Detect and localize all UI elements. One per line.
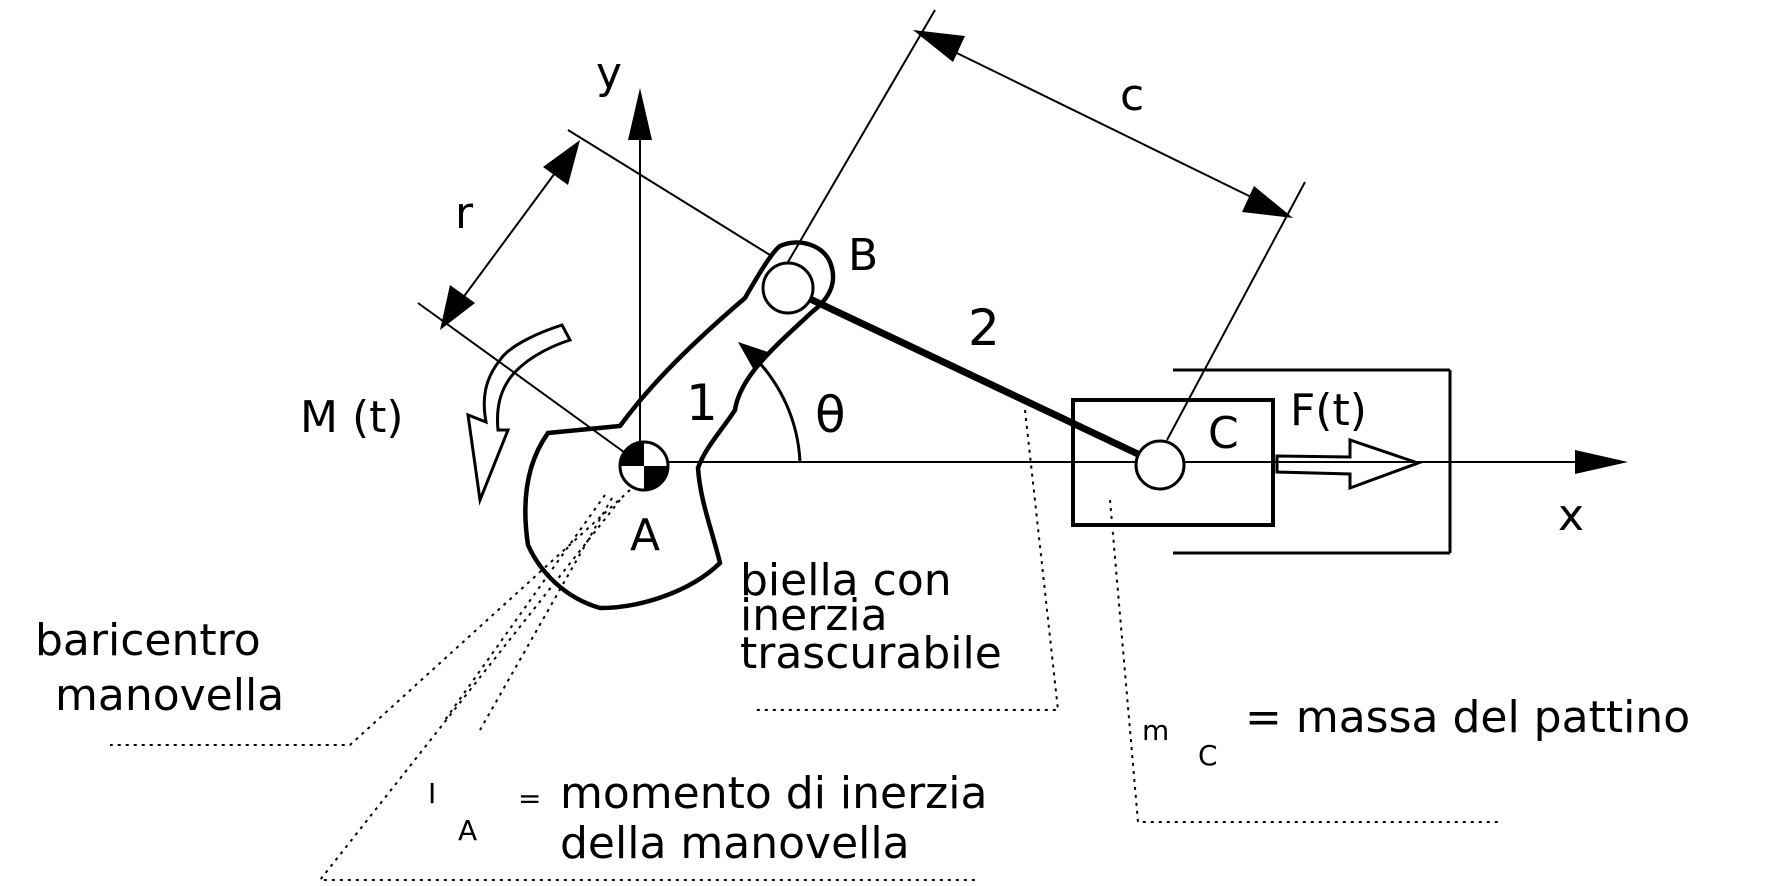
r-arrowhead-bottom bbox=[440, 285, 475, 330]
annotation-inertia: I A = momento di inerzia della manovella bbox=[317, 494, 987, 881]
centroid-quadrant-bottom-right bbox=[644, 466, 668, 490]
c-extension-line-B bbox=[787, 9, 936, 263]
joint-B: B bbox=[761, 230, 878, 315]
torque-curved-arrow bbox=[466, 323, 573, 506]
coordinate-axes: x y bbox=[596, 48, 1628, 541]
joint-B-pin bbox=[761, 261, 815, 315]
dimension-r: r bbox=[417, 129, 771, 456]
inertia-leader-1 bbox=[317, 499, 975, 881]
x-axis-arrowhead bbox=[1575, 450, 1628, 474]
inertia-equals: = bbox=[518, 782, 541, 815]
r-arrowhead-top bbox=[543, 140, 580, 185]
mass-leader bbox=[1109, 499, 1500, 823]
inertia-leader-2 bbox=[444, 494, 606, 721]
connecting-rod-link-2: 2 bbox=[806, 294, 1142, 459]
x-axis-label: x bbox=[1558, 490, 1584, 541]
inertia-subscript: A bbox=[458, 814, 477, 847]
force-F-arrow: F(t) bbox=[1275, 385, 1423, 491]
r-dimension-line bbox=[447, 149, 573, 319]
mass-text: = massa del pattino bbox=[1245, 692, 1690, 743]
baricentro-text-line1: baricentro bbox=[35, 615, 261, 666]
c-dimension-line bbox=[919, 34, 1289, 216]
mass-subscript: C bbox=[1198, 739, 1218, 772]
annotation-baricentro: baricentro manovella bbox=[35, 489, 631, 746]
inertia-leader-3 bbox=[479, 497, 613, 731]
slider-assembly: C bbox=[1071, 368, 1452, 555]
crank-body-outline bbox=[523, 240, 836, 611]
torque-label: M (t) bbox=[300, 392, 404, 443]
y-axis-label: y bbox=[596, 48, 622, 99]
crank-link-1: 1 bbox=[523, 240, 836, 611]
c-arrowhead-left bbox=[913, 30, 965, 62]
point-B-label: B bbox=[848, 230, 878, 281]
theta-angle-marker: θ bbox=[738, 342, 846, 463]
torque-M-arrow: M (t) bbox=[300, 323, 573, 506]
baricentro-leader bbox=[110, 489, 631, 746]
annotation-biella: biella con inerzia trascurabile bbox=[740, 409, 1060, 711]
biella-text-line2: inerzia bbox=[740, 590, 888, 641]
centroid-quadrant-top-left bbox=[620, 442, 644, 466]
slider-block bbox=[1071, 398, 1275, 527]
force-hollow-arrow bbox=[1275, 437, 1423, 491]
r-extension-line-B bbox=[567, 129, 771, 256]
dimension-c-label: c bbox=[1120, 70, 1144, 121]
crank-number-label: 1 bbox=[686, 374, 718, 432]
rod-number-label: 2 bbox=[968, 299, 1000, 357]
theta-arrowhead bbox=[738, 342, 768, 372]
c-arrowhead-right bbox=[1242, 186, 1293, 218]
baricentro-text-line2: manovella bbox=[55, 670, 284, 721]
inertia-text-line2: della manovella bbox=[560, 818, 910, 869]
force-label: F(t) bbox=[1290, 385, 1367, 436]
y-axis-arrowhead bbox=[628, 88, 652, 140]
r-extension-line-A bbox=[417, 302, 629, 456]
joint-C-pin bbox=[1134, 439, 1186, 491]
inertia-text-line1: momento di inerzia bbox=[560, 768, 987, 819]
pivot-A-centroid-symbol: A bbox=[618, 440, 670, 561]
point-A-label: A bbox=[630, 510, 660, 561]
dimension-c: c bbox=[787, 9, 1306, 441]
inertia-symbol: I bbox=[428, 777, 436, 810]
theta-arc bbox=[750, 353, 802, 463]
biella-text-line1: biella con bbox=[740, 555, 952, 606]
point-C-label: C bbox=[1208, 408, 1239, 459]
biella-text-line3: trascurabile bbox=[740, 628, 1002, 679]
c-extension-line-C bbox=[1166, 181, 1306, 441]
mass-symbol: m bbox=[1142, 714, 1169, 747]
annotation-mass: m C = massa del pattino bbox=[1109, 499, 1690, 823]
dimension-r-label: r bbox=[455, 188, 474, 239]
theta-label: θ bbox=[815, 386, 846, 444]
rod-line bbox=[806, 294, 1142, 459]
